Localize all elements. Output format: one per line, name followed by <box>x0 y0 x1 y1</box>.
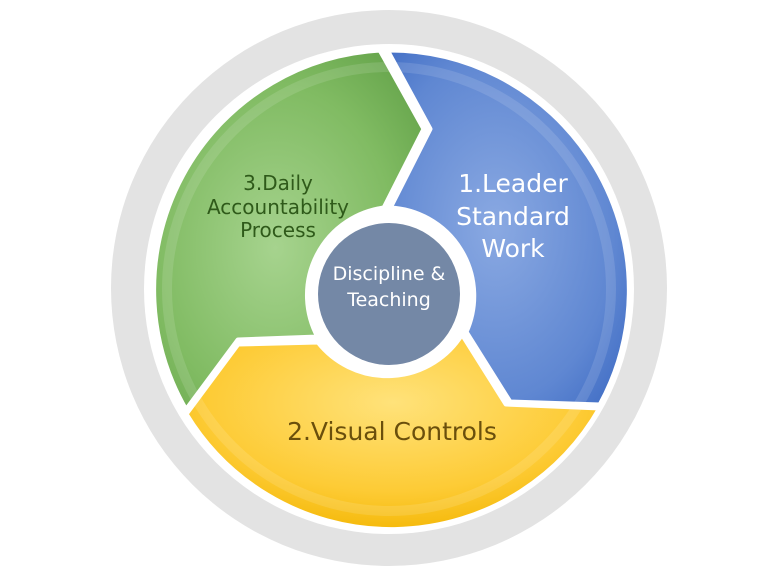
label-daily-accountability: 3.Daily Accountability Process <box>178 171 378 243</box>
center-circle[interactable] <box>318 223 460 365</box>
label-line: Teaching <box>347 288 431 311</box>
label-leader-standard-work: 1.Leader Standard Work <box>438 168 588 266</box>
label-center: Discipline & Teaching <box>319 262 459 313</box>
label-line: 3.Daily <box>243 171 313 195</box>
label-line: Process <box>240 218 316 243</box>
segment-visual-controls[interactable] <box>183 331 603 533</box>
inner-highlight <box>162 62 616 516</box>
label-line: Discipline & <box>332 263 446 285</box>
label-line: 2.Visual Controls <box>287 417 497 446</box>
label-line: Work <box>481 234 545 263</box>
label-line: Accountability <box>206 194 350 219</box>
segment-daily-accountability[interactable] <box>151 47 427 413</box>
label-line: Standard <box>456 201 570 231</box>
segment-leader-standard-work[interactable] <box>384 47 632 408</box>
label-visual-controls: 2.Visual Controls <box>232 417 552 447</box>
label-line: 1.Leader <box>458 169 568 198</box>
